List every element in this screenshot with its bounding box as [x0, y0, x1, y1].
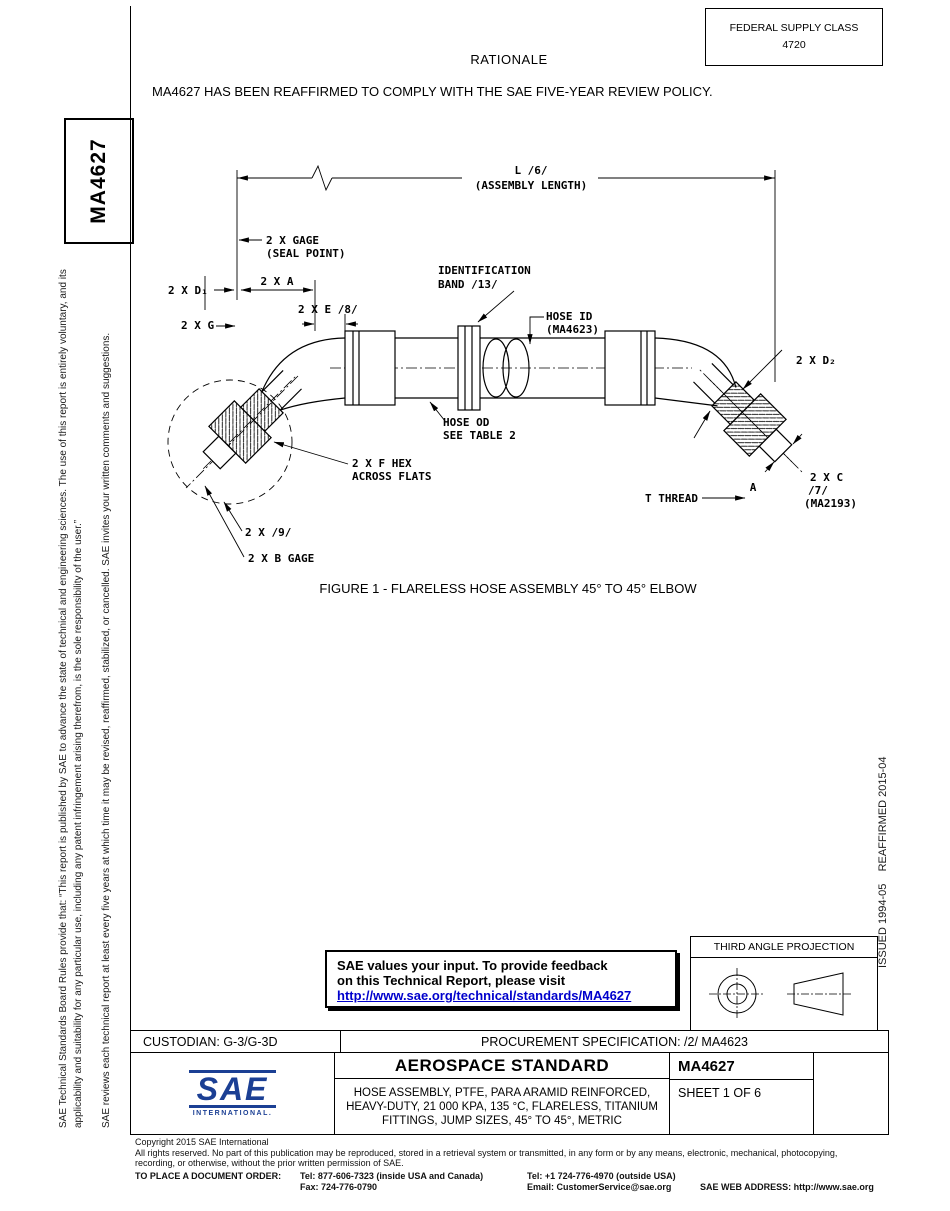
custodian-cell: CUSTODIAN: G-3/G-3D — [131, 1031, 341, 1052]
order-label: TO PLACE A DOCUMENT ORDER: — [135, 1170, 282, 1181]
label-hose-od-1: HOSE OD — [443, 416, 490, 429]
footer-table: CUSTODIAN: G-3/G-3D PROCUREMENT SPECIFIC… — [130, 1030, 889, 1135]
left-margin-review-note: SAE reviews each technical report at lea… — [101, 332, 112, 1128]
document-number-side-tab: MA4627 — [64, 118, 134, 244]
document-number-cell: MA4627 SHEET 1 OF 6 — [670, 1053, 814, 1134]
issued-reaffirmed-dates: ISSUED 1994-05 REAFFIRMED 2015-04 — [877, 756, 889, 968]
left-elbow-fitting — [202, 370, 302, 470]
rationale-heading: RATIONALE — [470, 52, 548, 67]
standard-title-line-2: HEAVY-DUTY, 21 000 KPA, 135 °C, FLARELES… — [346, 1100, 658, 1113]
hose-coil-symbol — [482, 338, 510, 398]
rights-line-1: All rights reserved. No part of this pub… — [135, 1147, 838, 1158]
sae-logo-text: SAE — [188, 1070, 277, 1108]
label-f-hex-2: ACROSS FLATS — [352, 470, 431, 483]
rights-line-2: recording, or otherwise, without the pri… — [135, 1158, 404, 1168]
empty-cell — [814, 1053, 888, 1134]
feedback-line-1: SAE values your input. To provide feedba… — [337, 958, 608, 973]
document-number: MA4627 — [670, 1053, 813, 1080]
left-margin-disclaimer: SAE Technical Standards Board Rules prov… — [58, 269, 84, 1128]
sheet-number: SHEET 1 OF 6 — [678, 1086, 762, 1100]
document-type: AEROSPACE STANDARD — [335, 1053, 669, 1079]
standard-title-line-1: HOSE ASSEMBLY, PTFE, PARA ARAMID REINFOR… — [353, 1086, 651, 1099]
federal-supply-class-value: 4720 — [782, 39, 806, 51]
drawing-labels: L /6/ (ASSEMBLY LENGTH) 2 X GAGE (SEAL P… — [168, 164, 857, 565]
label-g-dim: 2 X G — [181, 319, 214, 332]
procurement-cell: PROCUREMENT SPECIFICATION: /2/ MA4623 — [481, 1034, 748, 1049]
label-c-dim-3: (MA2193) — [804, 497, 857, 510]
third-angle-projection-title: THIRD ANGLE PROJECTION — [691, 937, 877, 958]
figure-1-drawing: L /6/ (ASSEMBLY LENGTH) 2 X GAGE (SEAL P… — [167, 164, 857, 565]
legal-block: Copyright 2015 SAE International All rig… — [135, 1137, 890, 1193]
label-hose-id-2: (MA4623) — [546, 323, 599, 336]
label-id-band-1: IDENTIFICATION — [438, 264, 531, 277]
label-d2: 2 X D₂ — [796, 354, 836, 367]
order-info: TO PLACE A DOCUMENT ORDER: Tel: 877-606-… — [135, 1171, 890, 1193]
centerlines — [185, 367, 805, 489]
label-c-dim-2: /7/ — [808, 484, 828, 497]
feedback-link[interactable]: http://www.sae.org/technical/standards/M… — [337, 988, 632, 1003]
web-address: SAE WEB ADDRESS: http://www.sae.org — [700, 1181, 874, 1192]
fax-number: Fax: 724-776-0790 — [300, 1181, 378, 1192]
feedback-box: SAE values your input. To provide feedba… — [325, 950, 677, 1008]
label-a: A — [750, 481, 757, 494]
third-angle-projection-box: THIRD ANGLE PROJECTION — [690, 936, 878, 1031]
label-assembly-length-1: L /6/ — [514, 164, 547, 177]
rationale-text: MA4627 HAS BEEN REAFFIRMED TO COMPLY WIT… — [152, 84, 713, 99]
label-assembly-length-2: (ASSEMBLY LENGTH) — [475, 179, 588, 192]
figure-caption: FIGURE 1 - FLARELESS HOSE ASSEMBLY 45° T… — [319, 581, 697, 596]
feedback-line-2: on this Technical Report, please visit — [337, 973, 566, 988]
custodian-row: CUSTODIAN: G-3/G-3D PROCUREMENT SPECIFIC… — [131, 1031, 888, 1053]
phone-outside-usa: Tel: +1 724-776-4970 (outside USA) — [527, 1170, 676, 1181]
title-block-row: SAE INTERNATIONAL. AEROSPACE STANDARD HO… — [131, 1053, 888, 1134]
label-f-hex-1: 2 X F HEX — [352, 457, 412, 470]
federal-supply-class-box: FEDERAL SUPPLY CLASS 4720 — [705, 8, 883, 66]
federal-supply-class-label: FEDERAL SUPPLY CLASS — [729, 22, 859, 35]
identification-band — [457, 325, 481, 411]
label-b-gage: 2 X B GAGE — [248, 552, 314, 565]
hose-body — [261, 325, 737, 411]
phone-inside-usa: Tel: 877-606-7323 (inside USA and Canada… — [300, 1170, 484, 1181]
label-a-dim: 2 X A — [260, 275, 293, 288]
label-c-dim-1: 2 X C — [810, 471, 843, 484]
label-d1: 2 X D₁ — [168, 284, 208, 297]
document-number-vertical: MA4627 — [87, 138, 110, 224]
right-elbow-fitting — [693, 363, 793, 463]
label-t-thread: T THREAD — [645, 492, 698, 505]
standard-title-cell: AEROSPACE STANDARD HOSE ASSEMBLY, PTFE, … — [335, 1053, 670, 1134]
left-border-rule — [130, 6, 131, 1135]
dimension-lines — [204, 164, 803, 558]
email-address: Email: CustomerService@sae.org — [527, 1181, 672, 1192]
standard-title-line-3: FITTINGS, JUMP SIZES, 45° TO 45°, METRIC — [382, 1114, 622, 1127]
standard-title: HOSE ASSEMBLY, PTFE, PARA ARAMID REINFOR… — [335, 1079, 669, 1134]
label-nine: 2 X /9/ — [245, 526, 292, 539]
sae-logo-subtext: INTERNATIONAL. — [192, 1110, 273, 1117]
label-e-dim: 2 X E /8/ — [298, 303, 358, 316]
label-id-band-2: BAND /13/ — [438, 278, 498, 291]
label-gage-2: (SEAL POINT) — [266, 247, 345, 260]
copyright-line: Copyright 2015 SAE International — [135, 1137, 269, 1147]
third-angle-projection-symbol — [709, 968, 853, 1020]
label-hose-id-1: HOSE ID — [546, 310, 593, 323]
sae-logo: SAE INTERNATIONAL. — [131, 1053, 335, 1134]
label-gage-1: 2 X GAGE — [266, 234, 319, 247]
label-hose-od-2: SEE TABLE 2 — [443, 429, 516, 442]
